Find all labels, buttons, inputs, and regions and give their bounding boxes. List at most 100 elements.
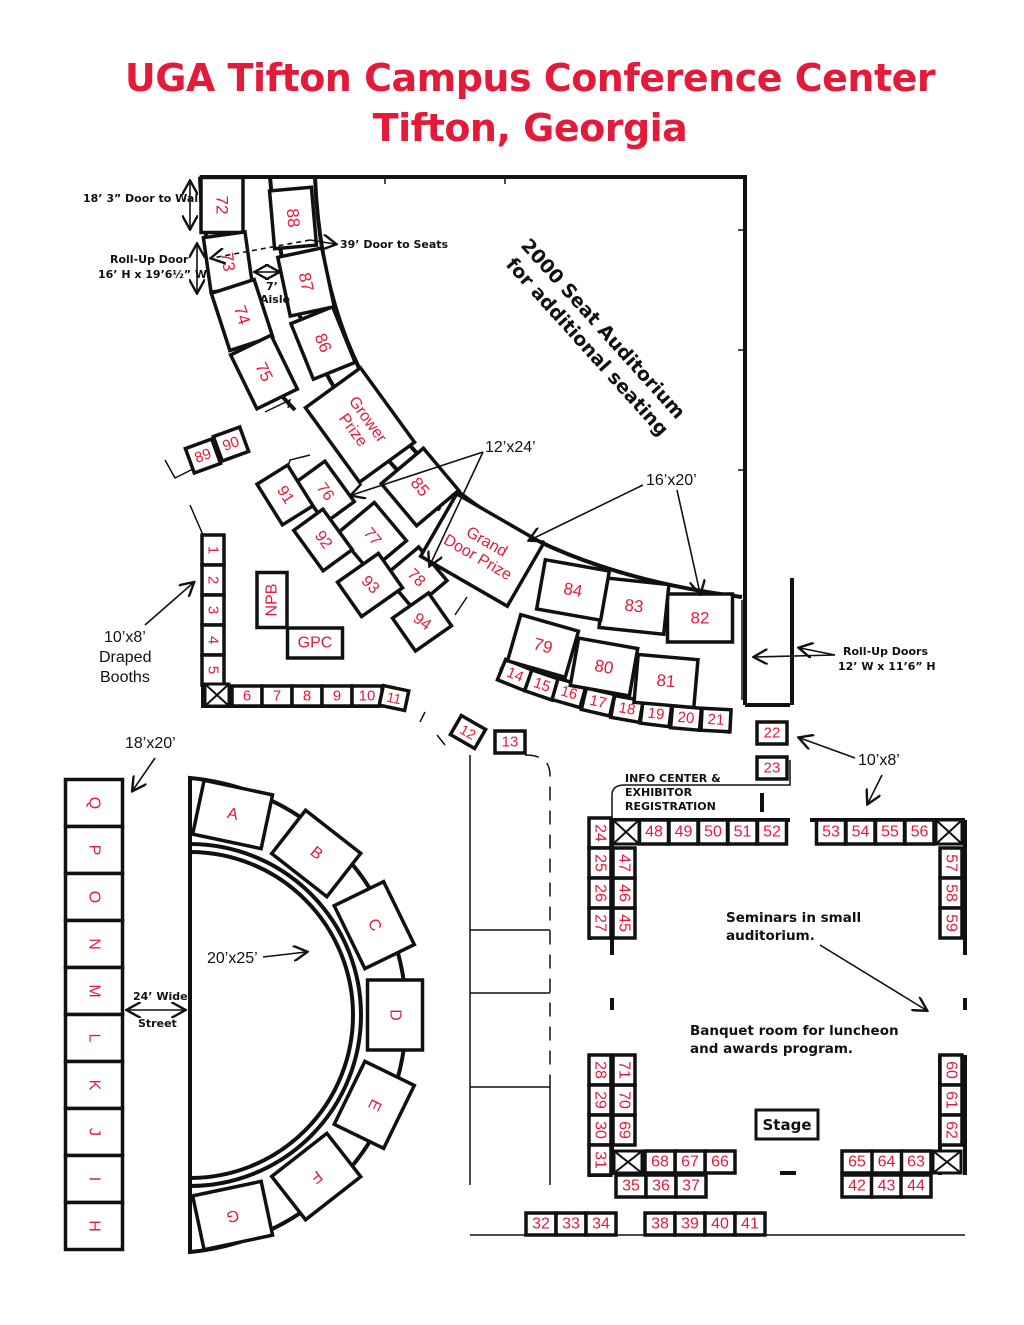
booth-q[interactable]: Q: [63, 777, 125, 829]
booth-m[interactable]: M: [63, 965, 125, 1017]
booth-37[interactable]: 37: [674, 1173, 708, 1199]
booth-l[interactable]: L: [63, 1012, 125, 1064]
booth-62[interactable]: 62: [938, 1113, 964, 1147]
booth-72[interactable]: 72: [199, 175, 245, 235]
booth-51[interactable]: 51: [726, 818, 759, 846]
booth-46[interactable]: 46: [611, 876, 637, 910]
booth-45[interactable]: 45: [611, 906, 637, 940]
booth-h[interactable]: H: [63, 1200, 125, 1252]
booth-56[interactable]: 56: [903, 818, 936, 846]
booth-70[interactable]: 70: [611, 1083, 637, 1117]
booth-79[interactable]: 79: [505, 612, 581, 680]
booth-npb[interactable]: NPB: [255, 570, 289, 630]
booth-63[interactable]: 63: [899, 1149, 933, 1175]
booth-40[interactable]: 40: [703, 1211, 737, 1237]
booth-20[interactable]: 20: [668, 703, 704, 733]
booth-92[interactable]: 92: [291, 506, 355, 574]
booth-30[interactable]: 30: [587, 1113, 613, 1147]
booth-86[interactable]: 86: [288, 304, 358, 382]
booth-57[interactable]: 57: [938, 846, 964, 880]
booth-53[interactable]: 53: [814, 818, 848, 846]
booth-9[interactable]: 9: [320, 684, 354, 708]
booth-gpc[interactable]: GPC: [285, 626, 345, 660]
booth-27[interactable]: 27: [587, 906, 613, 940]
booth-88[interactable]: 88: [267, 185, 319, 251]
booth-28[interactable]: 28: [587, 1053, 613, 1087]
booth-82[interactable]: 82: [665, 592, 735, 644]
booth-d[interactable]: D: [365, 978, 425, 1052]
booth-75[interactable]: 75: [228, 332, 300, 412]
booth-35[interactable]: 35: [614, 1173, 648, 1199]
booth-91[interactable]: 91: [254, 462, 316, 528]
booth-g[interactable]: G: [190, 1179, 275, 1252]
booth-k[interactable]: K: [63, 1059, 125, 1111]
booth-43[interactable]: 43: [869, 1173, 904, 1199]
booth-71[interactable]: 71: [611, 1053, 637, 1087]
booth-j[interactable]: J: [63, 1106, 125, 1158]
booth-34[interactable]: 34: [584, 1211, 618, 1237]
booth-54[interactable]: 54: [844, 818, 877, 846]
booth-93[interactable]: 93: [335, 551, 405, 619]
booth-66[interactable]: 66: [703, 1149, 737, 1175]
booth-50[interactable]: 50: [696, 818, 730, 846]
booth-12[interactable]: 12: [447, 713, 489, 751]
booth-47[interactable]: 47: [611, 846, 637, 880]
booth-81[interactable]: 81: [632, 652, 700, 710]
booth-94[interactable]: 94: [390, 590, 454, 654]
booth-i[interactable]: I: [63, 1153, 125, 1205]
booth-52[interactable]: 52: [755, 818, 789, 846]
booth-38[interactable]: 38: [643, 1211, 677, 1237]
booth-49[interactable]: 49: [667, 818, 700, 846]
booth-4[interactable]: 4: [200, 623, 226, 657]
booth-22[interactable]: 22: [755, 720, 789, 746]
booth-80[interactable]: 80: [568, 636, 640, 698]
booth-n[interactable]: N: [63, 918, 125, 970]
booth-48[interactable]: 48: [637, 818, 671, 846]
booth-41[interactable]: 41: [733, 1211, 767, 1237]
booth-10[interactable]: 10: [350, 684, 384, 708]
booth-65[interactable]: 65: [840, 1149, 874, 1175]
booth-32[interactable]: 32: [524, 1211, 558, 1237]
booth-89[interactable]: 89: [183, 436, 223, 476]
booth-33[interactable]: 33: [554, 1211, 588, 1237]
booth-2[interactable]: 2: [200, 563, 226, 597]
booth-69[interactable]: 69: [611, 1113, 637, 1147]
booth-61[interactable]: 61: [938, 1083, 964, 1117]
booth-85[interactable]: 85: [378, 445, 462, 529]
booth-77[interactable]: 77: [335, 499, 409, 575]
booth-42[interactable]: 42: [840, 1173, 874, 1199]
booth-39[interactable]: 39: [673, 1211, 707, 1237]
booth-90[interactable]: 90: [211, 424, 251, 464]
booth-58[interactable]: 58: [938, 876, 964, 910]
booth-67[interactable]: 67: [673, 1149, 707, 1175]
booth-31[interactable]: 31: [587, 1143, 613, 1177]
booth-b[interactable]: B: [269, 807, 364, 900]
booth-11[interactable]: 11: [377, 683, 411, 713]
booth-6[interactable]: 6: [230, 684, 264, 708]
booth-64[interactable]: 64: [869, 1149, 904, 1175]
booth-1[interactable]: 1: [200, 533, 226, 567]
booth-a[interactable]: A: [190, 778, 275, 851]
booth-26[interactable]: 26: [587, 876, 613, 910]
booth-25[interactable]: 25: [587, 846, 613, 880]
booth-59[interactable]: 59: [938, 906, 964, 940]
booth-23[interactable]: 23: [755, 755, 789, 781]
booth-c[interactable]: C: [331, 879, 417, 971]
booth-e[interactable]: E: [331, 1059, 417, 1151]
booth-o[interactable]: O: [63, 871, 125, 923]
booth-13[interactable]: 13: [493, 729, 527, 755]
booth-7[interactable]: 7: [260, 684, 294, 708]
booth-84[interactable]: 84: [534, 557, 612, 623]
booth-68[interactable]: 68: [643, 1149, 677, 1175]
booth-p[interactable]: P: [63, 824, 125, 876]
booth-74[interactable]: 74: [209, 277, 275, 353]
booth-36[interactable]: 36: [644, 1173, 678, 1199]
booth-24[interactable]: 24: [587, 816, 613, 850]
booth-21[interactable]: 21: [699, 706, 733, 734]
booth-29[interactable]: 29: [587, 1083, 613, 1117]
booth-5[interactable]: 5: [200, 653, 226, 687]
booth-55[interactable]: 55: [873, 818, 907, 846]
booth-83[interactable]: 83: [597, 575, 671, 637]
